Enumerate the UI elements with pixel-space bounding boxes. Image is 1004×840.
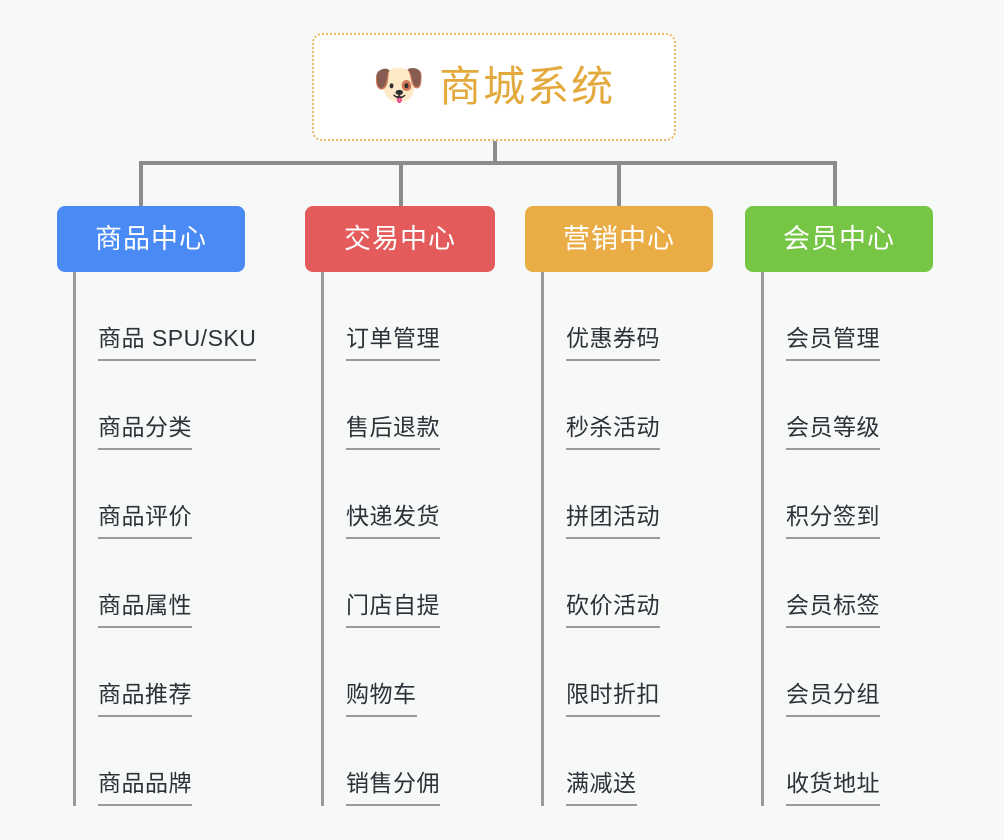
leaf-item[interactable]: 商品分类 [76,361,245,450]
leaf-label: 会员标签 [786,594,880,628]
leaf-label: 限时折扣 [566,683,660,717]
leaf-label: 售后退款 [346,416,440,450]
branch-header-label: 营销中心 [563,223,675,254]
root-node[interactable]: 🐶 商城系统 [312,33,676,141]
connector-drop-branch-4 [833,161,837,208]
connector-root-stem [493,141,497,163]
leaf-item[interactable]: 商品评价 [76,450,245,539]
leaf-label: 商品 SPU/SKU [98,327,257,361]
leaf-item[interactable]: 会员管理 [764,272,933,361]
branch-header-member-center[interactable]: 会员中心 [745,206,933,272]
leaf-label: 商品品牌 [98,772,192,806]
leaf-label: 积分签到 [786,505,880,539]
leaf-label: 秒杀活动 [566,416,660,450]
leaf-list-trade-center: 订单管理 售后退款 快递发货 门店自提 购物车 销售分佣 [321,272,495,806]
leaf-item[interactable]: 优惠券码 [544,272,713,361]
leaf-item[interactable]: 秒杀活动 [544,361,713,450]
leaf-item[interactable]: 门店自提 [324,539,495,628]
leaf-label: 快递发货 [346,505,440,539]
leaf-item[interactable]: 销售分佣 [324,717,495,806]
leaf-list-marketing-center: 优惠券码 秒杀活动 拼团活动 砍价活动 限时折扣 满减送 [541,272,713,806]
shiba-dog-emoji-icon: 🐶 [372,61,426,108]
leaf-label: 会员管理 [786,327,880,361]
branch-header-marketing-center[interactable]: 营销中心 [525,206,713,272]
leaf-item[interactable]: 会员等级 [764,361,933,450]
leaf-label: 会员分组 [786,683,880,717]
connector-drop-branch-3 [617,161,621,208]
leaf-label: 销售分佣 [346,772,440,806]
branch-header-label: 交易中心 [344,223,456,254]
branch-column-marketing-center: 营销中心 优惠券码 秒杀活动 拼团活动 砍价活动 限时折扣 满减送 [525,206,713,806]
leaf-label: 拼团活动 [566,505,660,539]
leaf-list-product-center: 商品 SPU/SKU 商品分类 商品评价 商品属性 商品推荐 商品品牌 [73,272,257,806]
leaf-item[interactable]: 售后退款 [324,361,495,450]
branch-header-trade-center[interactable]: 交易中心 [305,206,495,272]
connector-drop-branch-2 [399,161,403,208]
branch-header-label: 会员中心 [783,223,895,254]
leaf-item[interactable]: 商品属性 [76,539,245,628]
leaf-label: 会员等级 [786,416,880,450]
leaf-label: 收货地址 [786,772,880,806]
leaf-label: 购物车 [346,683,417,717]
branch-column-product-center: 商品中心 商品 SPU/SKU 商品分类 商品评价 商品属性 商品推荐 商品品牌 [57,206,257,806]
leaf-label: 商品评价 [98,505,192,539]
connector-drop-branch-1 [139,161,143,208]
leaf-item[interactable]: 限时折扣 [544,628,713,717]
connector-horizontal-bus [139,161,837,165]
leaf-label: 优惠券码 [566,327,660,361]
leaf-list-member-center: 会员管理 会员等级 积分签到 会员标签 会员分组 收货地址 [761,272,933,806]
leaf-label: 订单管理 [346,327,440,361]
leaf-item[interactable]: 订单管理 [324,272,495,361]
leaf-item[interactable]: 商品品牌 [76,717,245,806]
leaf-label: 满减送 [566,772,637,806]
leaf-item[interactable]: 积分签到 [764,450,933,539]
leaf-item[interactable]: 商品推荐 [76,628,245,717]
leaf-label: 砍价活动 [566,594,660,628]
leaf-item[interactable]: 会员标签 [764,539,933,628]
leaf-item[interactable]: 砍价活动 [544,539,713,628]
leaf-label: 商品分类 [98,416,192,450]
leaf-label: 商品推荐 [98,683,192,717]
branch-column-member-center: 会员中心 会员管理 会员等级 积分签到 会员标签 会员分组 收货地址 [745,206,933,806]
leaf-item[interactable]: 满减送 [544,717,713,806]
leaf-item[interactable]: 拼团活动 [544,450,713,539]
leaf-item[interactable]: 会员分组 [764,628,933,717]
leaf-item[interactable]: 商品 SPU/SKU [76,272,257,361]
leaf-item[interactable]: 收货地址 [764,717,933,806]
leaf-label: 门店自提 [346,594,440,628]
leaf-item[interactable]: 购物车 [324,628,495,717]
branch-header-product-center[interactable]: 商品中心 [57,206,245,272]
leaf-label: 商品属性 [98,594,192,628]
leaf-item[interactable]: 快递发货 [324,450,495,539]
branch-column-trade-center: 交易中心 订单管理 售后退款 快递发货 门店自提 购物车 销售分佣 [305,206,495,806]
root-title: 商城系统 [439,63,616,110]
branch-header-label: 商品中心 [95,223,207,254]
